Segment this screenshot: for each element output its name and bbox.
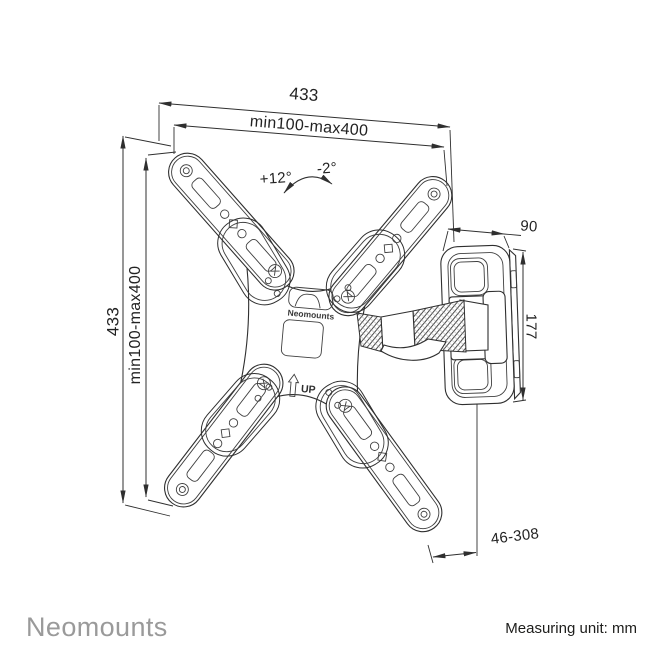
dim-label-tilt-down: -2° [316, 159, 338, 178]
dim-label-wall-width: 90 [519, 217, 539, 236]
vesa-bracket: Neomounts UP [156, 144, 461, 540]
dim-extension-line [432, 551, 477, 559]
measuring-unit-label: Measuring unit: mm [505, 620, 637, 637]
swivel-arm [356, 299, 489, 361]
up-label: UP [300, 383, 316, 396]
plate-brand-label: Neomounts [287, 308, 335, 322]
dim-wall-width-line [447, 227, 505, 236]
vesa-arm-top-right [320, 168, 461, 324]
extension-lines [124, 105, 527, 564]
up-arrow-icon [287, 373, 300, 397]
dim-top-width-line [158, 101, 451, 129]
dim-label-left-vesa: min100-max400 [127, 265, 144, 385]
plate-handle-cutout [288, 286, 334, 311]
dim-top-vesa-line [173, 123, 445, 149]
plate-screw-holes [254, 277, 352, 409]
plate-sleeves-and-details: Neomounts UP [190, 208, 416, 478]
swivel-arm-lower-jaw [380, 338, 447, 361]
plate-center-cutout [280, 319, 324, 359]
dim-label-wall-height: 177 [522, 313, 540, 340]
dimension-lines [120, 101, 527, 564]
dim-label-left-height: 433 [103, 306, 123, 337]
vesa-arm-bottom-right [318, 378, 450, 540]
swivel-arm-ribbed-base [356, 312, 384, 353]
wall-plate-pad-top [450, 257, 489, 297]
tilt-arc [283, 174, 333, 194]
up-indicator: UP [287, 373, 316, 397]
neomounts-logo: Neomounts [26, 612, 168, 642]
dim-wall-width-tail [503, 233, 522, 236]
